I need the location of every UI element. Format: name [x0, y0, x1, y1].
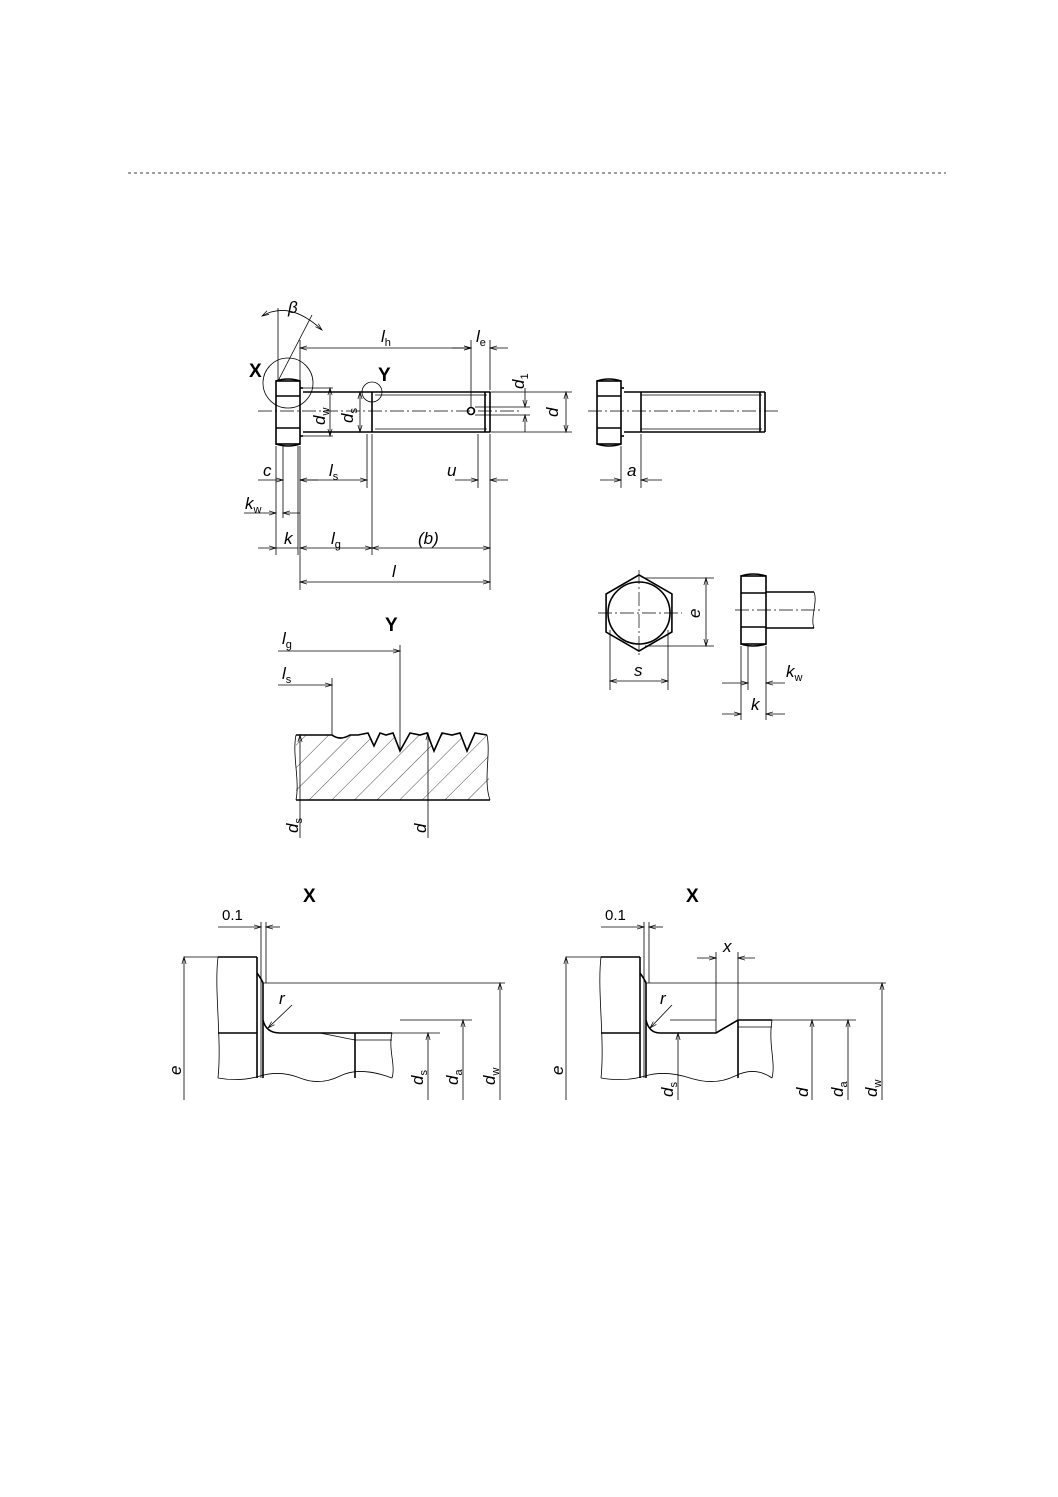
ls-label-y: ls	[282, 664, 292, 686]
ds-label-y: ds	[283, 818, 305, 833]
d-label: d	[543, 407, 562, 417]
kw-label-2: kw	[786, 662, 803, 684]
le-label: le	[476, 327, 486, 349]
kw-label: kw	[245, 494, 262, 516]
r-label-left: r	[279, 989, 286, 1008]
detail-x-right: X x 0.1 r e	[548, 886, 886, 1100]
da-label-x-right: da	[828, 1081, 850, 1097]
main-bolt-view: β X Y lh le d1 d dw ds c ls u kw k lg (b…	[244, 298, 572, 590]
dw-label-x-left: dw	[480, 1068, 502, 1085]
ls-label: ls	[329, 461, 339, 483]
tenth-label-left: 0.1	[222, 907, 243, 924]
beta-label: β	[287, 298, 298, 317]
x-detail-marker: X	[249, 361, 262, 382]
x-label: x	[722, 937, 732, 956]
ds-label: ds	[338, 408, 360, 423]
l-label: l	[392, 562, 397, 581]
s-label: s	[634, 661, 643, 680]
ds-label-x-left: ds	[408, 1070, 430, 1085]
b-label: (b)	[418, 529, 439, 548]
e-label-x-left: e	[166, 1066, 185, 1075]
detail-y: Y lg ls ds d	[278, 615, 491, 838]
k-label-2: k	[751, 695, 761, 714]
a-label: a	[627, 461, 636, 480]
head-side-view: kw k	[722, 573, 822, 720]
u-label: u	[447, 461, 457, 480]
e-label-x-right: e	[548, 1066, 567, 1075]
d1-label: d1	[509, 373, 531, 389]
k-label: k	[284, 529, 294, 548]
dw-label-x-right: dw	[862, 1080, 884, 1097]
ds-label-x-right: ds	[658, 1082, 680, 1097]
y-detail-marker: Y	[378, 365, 391, 386]
lh-label: lh	[381, 327, 391, 349]
fully-threaded-bolt-view: a	[588, 378, 780, 488]
r-label-right: r	[660, 989, 667, 1008]
da-label-x-left: da	[443, 1069, 465, 1085]
detail-x-left: X 0.1 r e ds da	[166, 886, 505, 1100]
hex-end-view: e s	[598, 570, 714, 690]
lg-label: lg	[331, 529, 341, 551]
tenth-label-right: 0.1	[605, 907, 626, 924]
detail-y-title: Y	[385, 615, 398, 636]
d-label-x-right: d	[793, 1087, 812, 1097]
detail-x-right-title: X	[686, 886, 699, 907]
c-label: c	[263, 461, 272, 480]
e-label: e	[685, 609, 704, 618]
lg-label-y: lg	[282, 629, 292, 651]
dw-label: dw	[310, 408, 332, 425]
detail-x-left-title: X	[303, 886, 316, 907]
d-label-y: d	[411, 823, 430, 833]
